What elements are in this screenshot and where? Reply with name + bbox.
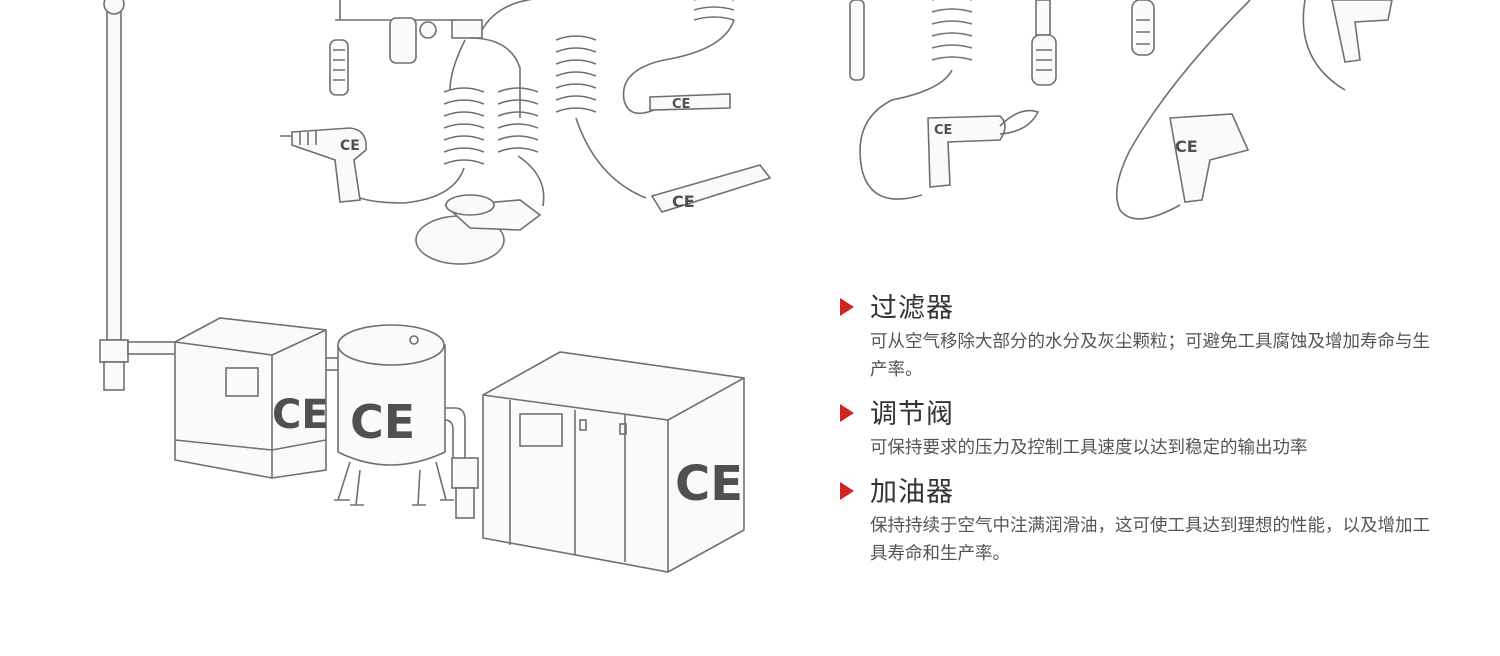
svg-text:CE: CE — [672, 192, 695, 211]
regulator-title: 调节阀 — [870, 399, 954, 430]
frl-unit — [329, 0, 533, 118]
die-grinder-tool: CE — [650, 164, 772, 213]
svg-text:CE: CE — [672, 97, 690, 112]
regulator-description: 可保持要求的压力及控制工具速度以达到稳定的输出功率 — [870, 438, 1308, 458]
filter-description: 可从空气移除大部分的水分及灰尘颗粒；可避免工具腐蚀及增加寿命与生产率。 — [870, 332, 1430, 380]
svg-text:CE: CE — [1175, 137, 1198, 156]
filter-item: 过滤器 可从空气移除大部分的水分及灰尘颗粒；可避免工具腐蚀及增加寿命与生产率。 — [838, 292, 1458, 384]
air-tank: CE — [334, 324, 454, 506]
straight-grinder-tool: CE — [649, 93, 731, 112]
dryer-unit: CE — [174, 317, 329, 479]
red-arrow-icon — [840, 298, 854, 316]
svg-text:CE: CE — [340, 138, 360, 154]
ce-logo-compressor: CE — [675, 456, 743, 512]
orbital-sander-tool — [415, 194, 542, 265]
lubricator-description: 保持持续于空气中注满润滑油，这可使工具达到理想的性能，以及增加工具寿命和生产率。 — [870, 516, 1430, 564]
compressor-unit: CE — [482, 351, 745, 573]
component-descriptions: 过滤器 可从空气移除大部分的水分及灰尘颗粒；可避免工具腐蚀及增加寿命与生产率。 … — [838, 292, 1458, 582]
coiled-hoses — [348, 0, 735, 207]
svg-text:CE: CE — [934, 123, 952, 138]
air-drill-tool: CE — [280, 127, 367, 203]
red-arrow-icon — [840, 404, 854, 422]
regulator-item: 调节阀 可保持要求的压力及控制工具速度以达到稳定的输出功率 — [838, 398, 1458, 462]
red-arrow-icon — [840, 482, 854, 500]
vertical-supply-pipe — [99, 0, 129, 391]
right-tools-cluster: CE CE — [849, 0, 1393, 220]
ce-logo-dryer: CE — [272, 392, 329, 438]
filter-title: 过滤器 — [870, 293, 954, 324]
ce-logo-tank: CE — [350, 395, 415, 449]
lubricator-item: 加油器 保持持续于空气中注满润滑油，这可使工具达到理想的性能，以及增加工具寿命和… — [838, 476, 1458, 568]
lubricator-title: 加油器 — [870, 477, 954, 508]
